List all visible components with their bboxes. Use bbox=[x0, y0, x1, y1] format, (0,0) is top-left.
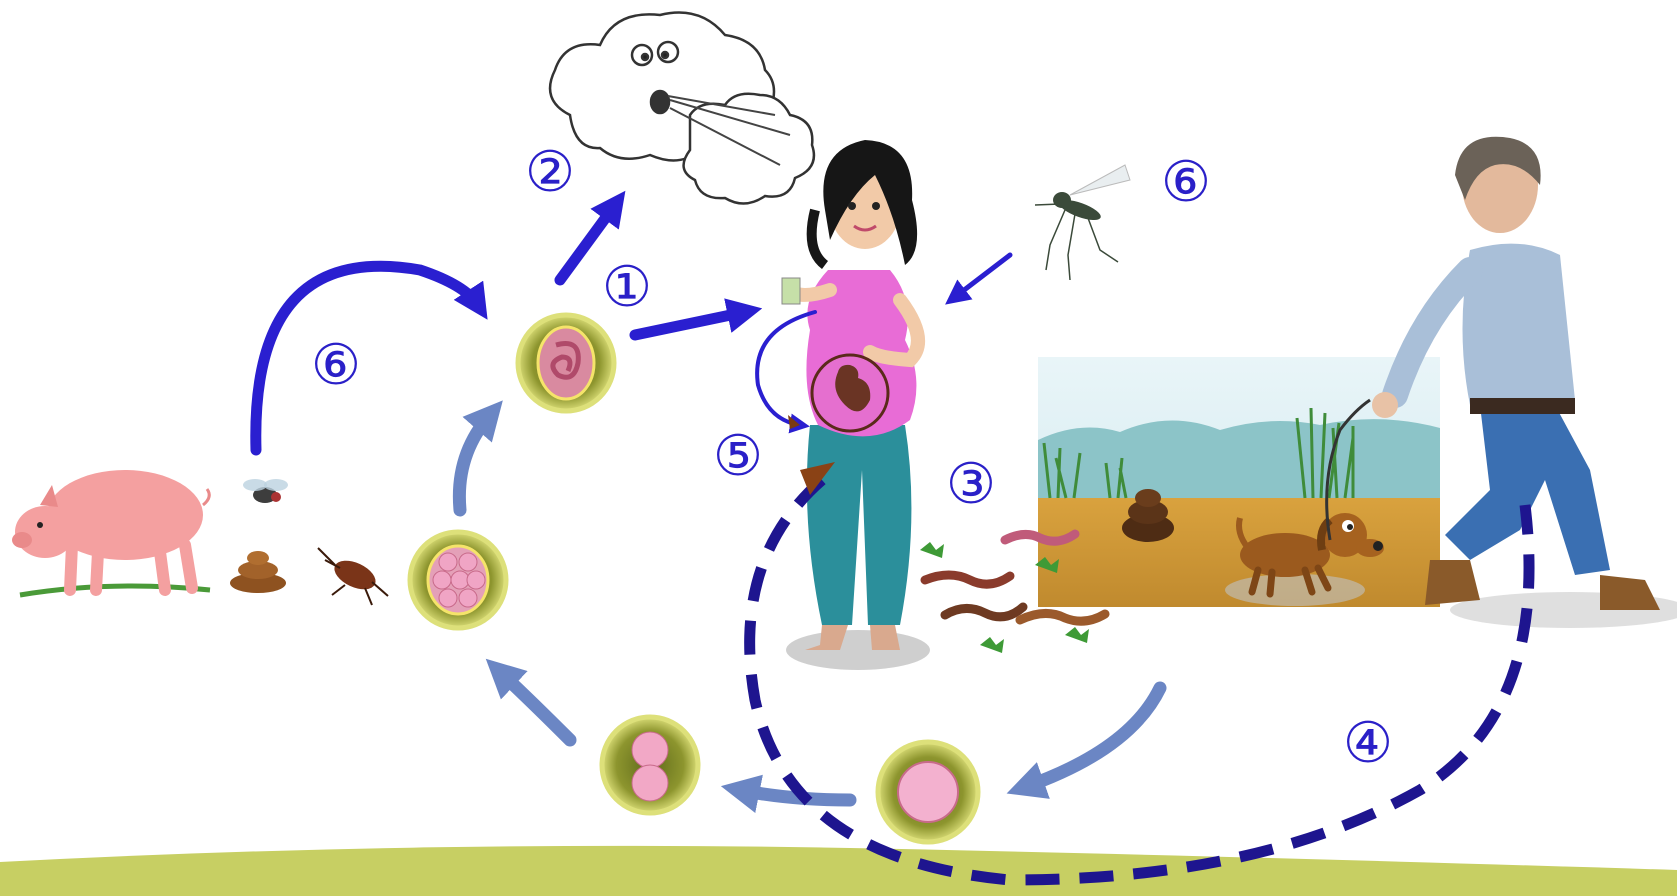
arrow-mosquito-to-woman bbox=[955, 255, 1010, 297]
mosquito-icon bbox=[1035, 165, 1130, 280]
arrow-pig-to-oocyst bbox=[256, 266, 478, 450]
cloud-face-icon bbox=[550, 13, 814, 204]
step-label-3: ③ bbox=[946, 457, 996, 513]
step-label-6-right: ⑥ bbox=[1161, 155, 1211, 211]
ground-band bbox=[0, 846, 1677, 896]
fetus-icon bbox=[812, 355, 888, 431]
oocyst-multi-cell-icon bbox=[410, 532, 506, 628]
step-label-2: ② bbox=[525, 145, 575, 201]
oocyst-sporulated-icon bbox=[518, 315, 614, 411]
arrow-placental bbox=[757, 312, 815, 425]
oocyst-two-cell-icon bbox=[602, 717, 698, 813]
step-label-5: ⑤ bbox=[713, 429, 763, 485]
step-label-4: ④ bbox=[1343, 716, 1393, 772]
step-label-6-left: ⑥ bbox=[311, 338, 361, 394]
feces-icon bbox=[230, 551, 286, 593]
pig-icon bbox=[10, 445, 225, 620]
oocyst-single-cell-icon bbox=[878, 742, 978, 842]
step-label-1: ① bbox=[602, 260, 652, 316]
fly-icon bbox=[243, 479, 288, 503]
cockroach-icon bbox=[318, 548, 388, 605]
